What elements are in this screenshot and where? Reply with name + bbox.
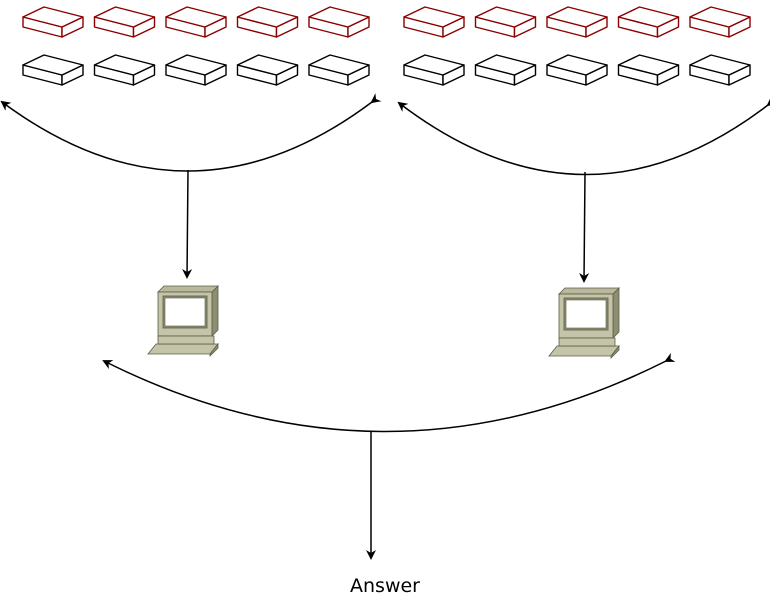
computer-icon bbox=[147, 285, 219, 357]
black-box-icon bbox=[236, 54, 299, 86]
black-box-icon bbox=[308, 54, 370, 86]
black-box-icon bbox=[689, 54, 751, 86]
bottom-curve-arrow bbox=[102, 352, 676, 433]
red-box-icon bbox=[403, 6, 465, 38]
red-box-icon bbox=[474, 6, 537, 38]
black-box-icon bbox=[403, 54, 465, 86]
left-down-arrow bbox=[182, 169, 193, 279]
red-box-icon bbox=[165, 6, 227, 38]
right-group-curve-arrow bbox=[397, 96, 770, 176]
right-down-arrow bbox=[579, 171, 590, 283]
red-box-icon bbox=[689, 6, 751, 38]
red-box-icon bbox=[546, 6, 608, 38]
answer-label: Answer bbox=[350, 575, 420, 597]
black-box-icon bbox=[165, 54, 227, 86]
red-box-icon bbox=[22, 6, 84, 38]
computer-icon bbox=[548, 287, 620, 359]
boxes-layer bbox=[22, 6, 751, 86]
black-box-icon bbox=[546, 54, 608, 86]
black-box-icon bbox=[474, 54, 537, 86]
red-box-icon bbox=[308, 6, 370, 38]
left-group-curve-arrow bbox=[0, 93, 382, 172]
black-box-icon bbox=[617, 54, 680, 86]
black-box-icon bbox=[22, 54, 84, 86]
black-box-icon bbox=[93, 54, 156, 86]
red-box-icon bbox=[93, 6, 156, 38]
red-box-icon bbox=[617, 6, 680, 38]
red-box-icon bbox=[236, 6, 299, 38]
